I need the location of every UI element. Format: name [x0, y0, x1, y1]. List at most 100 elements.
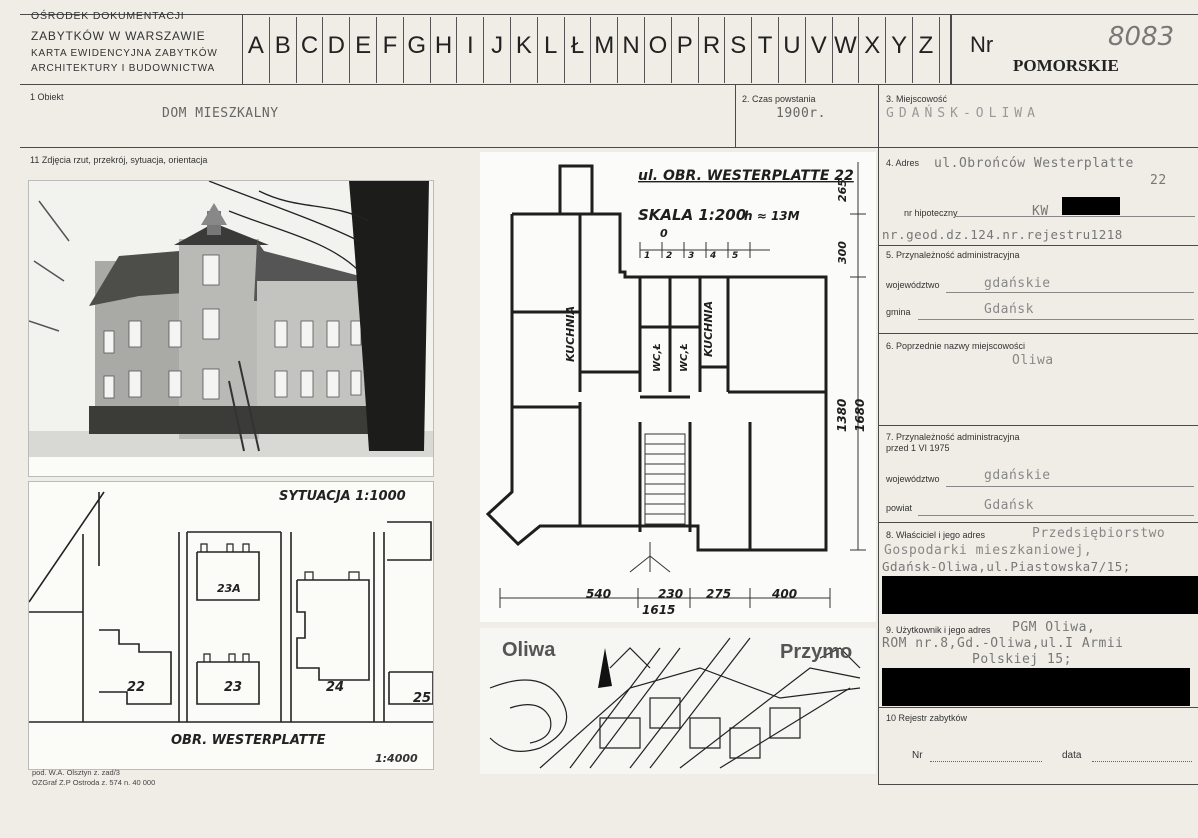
- plan-wc-right: WC,Ł: [679, 343, 690, 372]
- situation-street: OBR. WESTERPLATTE: [171, 733, 326, 748]
- map-label-oliwa: Oliwa: [502, 639, 556, 661]
- plan-height: h ≈ 13M: [744, 209, 800, 223]
- powiat-label: powiat: [886, 503, 913, 513]
- plan-street: ul. OBR. WESTERPLATTE 22: [638, 168, 854, 184]
- plan-scale-tick-3: 3: [688, 251, 694, 261]
- redaction-uzytkownik: [882, 668, 1190, 706]
- situation-number-23a: 23A: [217, 582, 241, 595]
- wlasciciel-line-2: Gospodarki mieszkaniowej,: [884, 543, 1093, 558]
- index-letter: K: [511, 17, 538, 83]
- adres-value: ul.Obrońców Westerplatte: [934, 156, 1134, 171]
- plan-dim-1380: 1380: [835, 399, 849, 432]
- przynaleznosc-label: 5. Przynależność administracyjna: [886, 250, 1020, 260]
- poprzednie-nazwy-value: Oliwa: [1012, 353, 1054, 368]
- wlasciciel-label: 8. Właściciel i jego adres: [886, 530, 986, 540]
- index-letter: T: [752, 17, 779, 83]
- czas-label: 2. Czas powstania: [742, 94, 816, 104]
- index-letter: F: [377, 17, 404, 83]
- plan-scale-tick-2: 2: [666, 251, 672, 261]
- location-map-drawing: Oliwa Przymo: [489, 637, 861, 769]
- redaction-hipoteczny: [1062, 197, 1120, 215]
- adres-value-number: 22: [1150, 173, 1167, 188]
- przynaleznosc-1975-date: przed 1 VI 1975: [886, 443, 950, 453]
- institution-line-1: OŚRODEK DOKUMENTACJI: [31, 10, 185, 22]
- wlasciciel-line-1: Przedsiębiorstwo: [1032, 526, 1166, 541]
- wlasciciel-line-3: Gdańsk-Oliwa,ul.Piastowska7/15;: [882, 559, 1131, 574]
- situation-number-24: 24: [326, 680, 344, 695]
- index-letter: O: [645, 17, 672, 83]
- uzytkownik-line-1: PGM Oliwa,: [1012, 620, 1096, 635]
- plan-dim-230: 230: [658, 587, 683, 601]
- index-letter: X: [859, 17, 887, 83]
- hipoteczny-label: nr hipoteczny: [904, 208, 958, 218]
- floor-plan-drawing: ul. OBR. WESTERPLATTE 22 SKALA 1:200 h ≈…: [485, 162, 867, 617]
- uzytkownik-label: 9. Użytkownik i jego adres: [886, 625, 991, 635]
- index-letter: G: [404, 17, 431, 83]
- plan-dim-540: 540: [586, 587, 611, 601]
- miejscowosc-value: GDAŃSK-OLIWA: [886, 106, 1040, 121]
- map-label-przymorze: Przymo: [780, 641, 852, 663]
- index-letter: I: [457, 17, 485, 83]
- index-letter: J: [484, 17, 511, 83]
- plan-dim-1680: 1680: [853, 399, 867, 432]
- floor-plan: ul. OBR. WESTERPLATTE 22 SKALA 1:200 h ≈…: [480, 152, 876, 622]
- card-type-line-1: KARTA EWIDENCYJNA ZABYTKÓW: [31, 48, 218, 59]
- rejestr-data-label: data: [1062, 750, 1082, 761]
- plan-scale: SKALA 1:200: [638, 206, 746, 224]
- czas-value: 1900r.: [776, 106, 826, 121]
- poprzednie-nazwy-label: 6. Poprzednie nazwy miejscowości: [886, 341, 1026, 351]
- rejestr-nr-label: Nr: [912, 750, 923, 761]
- index-letter: D: [323, 17, 351, 83]
- printer-line-2: OZGraf Z.P Ostroda z. 574 n. 40 000: [32, 778, 156, 787]
- wojewodztwo-1975-value: gdańskie: [984, 468, 1051, 483]
- building-photo: [28, 180, 434, 477]
- map-scale: 1:4000: [375, 752, 418, 765]
- hipoteczny-value: KW: [1032, 204, 1049, 219]
- rejestr-label: 10 Rejestr zabytków: [886, 713, 968, 723]
- plan-scale-tick-4: 4: [709, 251, 716, 261]
- index-letter: H: [431, 17, 458, 83]
- redaction-wlasciciel: [882, 576, 1198, 614]
- institution-line-2: ZABYTKÓW W WARSZAWIE: [31, 29, 206, 43]
- printer-line-1: pod. W.A. Olsztyn z. zad/3: [32, 768, 120, 777]
- index-letter: M: [591, 17, 619, 83]
- nr-value: 8083: [1108, 22, 1175, 52]
- situation-number-25: 25: [413, 691, 431, 706]
- index-letter: L: [538, 17, 565, 83]
- building-photo-drawing: [29, 181, 433, 476]
- index-letter: Ł: [565, 17, 592, 83]
- obiekt-label: 1 Obiekt: [30, 92, 64, 102]
- plan-wc-left: WC,Ł: [652, 343, 663, 372]
- index-letter: R: [699, 17, 726, 83]
- plan-dim-265: 265: [836, 179, 849, 202]
- zdjecia-label: 11 Zdjęcia rzut, przekrój, sytuacja, ori…: [30, 155, 208, 165]
- plan-kuchnia-left: KUCHNIA: [564, 306, 577, 362]
- plan-kuchnia-right: KUCHNIA: [702, 301, 715, 357]
- index-letter: V: [806, 17, 833, 83]
- uzytkownik-line-3: Polskiej 15;: [972, 652, 1072, 667]
- powiat-value: Gdańsk: [984, 498, 1034, 513]
- gmina-value: Gdańsk: [984, 302, 1034, 317]
- situation-plan: SYTUACJA 1:1000 22 23 23A 24 25 OBR. WES…: [28, 481, 434, 770]
- plan-dim-300: 300: [836, 241, 849, 264]
- plan-dim-400: 400: [771, 587, 797, 601]
- plan-scale-tick-1: 1: [644, 251, 650, 261]
- situation-number-22: 22: [127, 680, 145, 695]
- plan-scale-zero: 0: [660, 227, 668, 240]
- geod-value: nr.geod.dz.124.nr.rejestru1218: [882, 227, 1123, 242]
- przynaleznosc-1975-label: 7. Przynależność administracyjna: [886, 432, 1020, 442]
- index-letter: A: [243, 17, 270, 83]
- nr-label: Nr: [970, 32, 994, 57]
- plan-dim-total: 1615: [642, 603, 675, 617]
- region: POMORSKIE: [1013, 56, 1119, 75]
- index-letter: S: [725, 17, 753, 83]
- index-letter: C: [297, 17, 324, 83]
- index-letter: W: [833, 17, 860, 83]
- wojewodztwo-1975-label: województwo: [886, 474, 940, 484]
- index-letter: Z: [913, 17, 940, 83]
- obiekt-value: DOM MIESZKALNY: [162, 106, 279, 121]
- situation-plan-drawing: SYTUACJA 1:1000 22 23 23A 24 25 OBR. WES…: [29, 489, 433, 748]
- uzytkownik-line-2: ROM nr.8,Gd.-Oliwa,ul.I Armii: [882, 636, 1124, 651]
- wojewodztwo-label: województwo: [886, 280, 940, 290]
- index-letter: E: [350, 17, 377, 83]
